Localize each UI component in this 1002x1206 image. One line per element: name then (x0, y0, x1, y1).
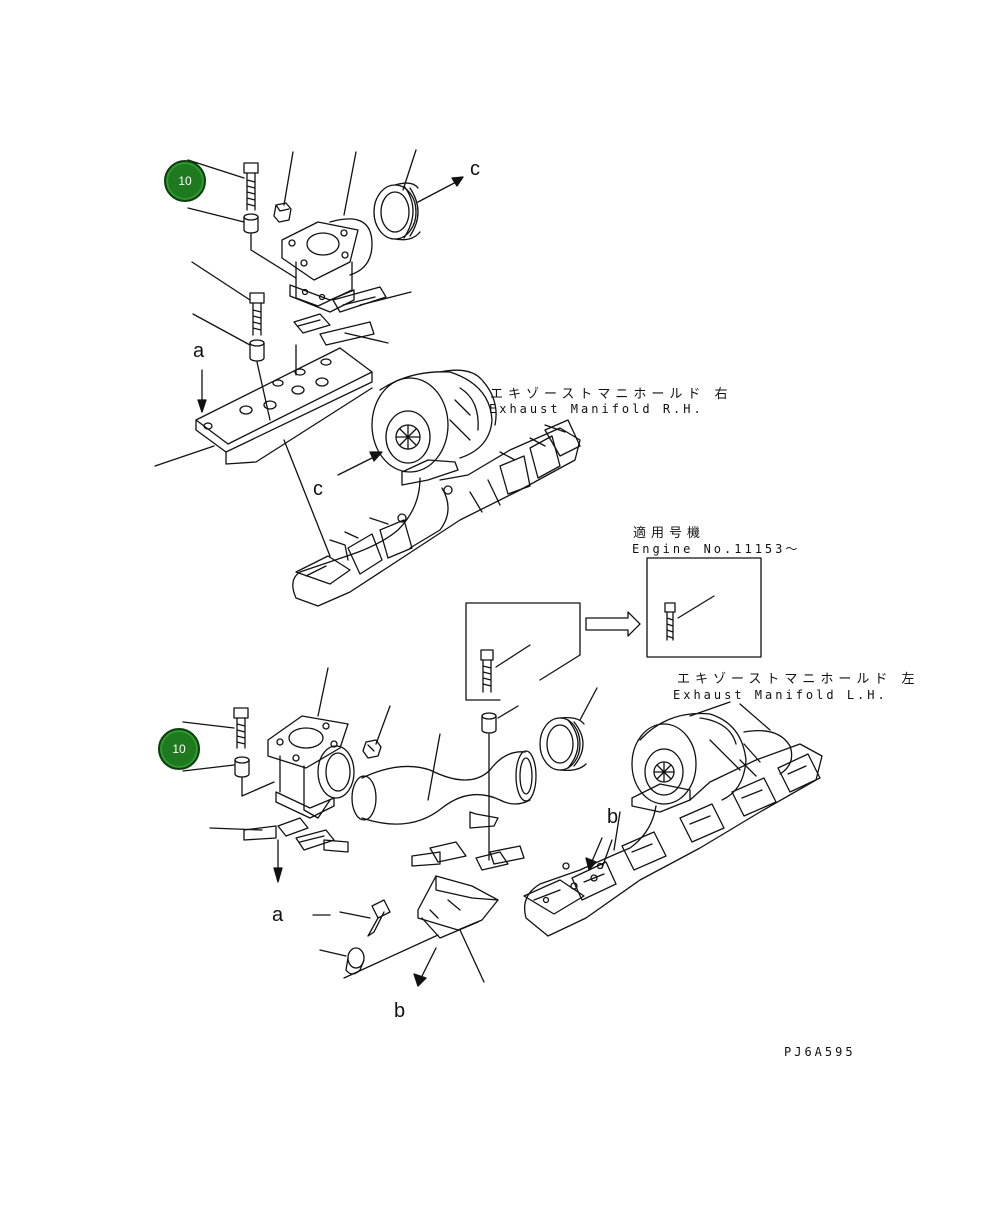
label-manifold-lh-en: Exhaust Manifold L.H. (673, 688, 888, 702)
label-manifold-rh-en: Exhaust Manifold R.H. (489, 402, 704, 416)
nut-icon (362, 739, 382, 759)
bolt-icon (233, 707, 249, 749)
exhaust-pipe (351, 750, 537, 829)
elbow-housing (267, 715, 355, 819)
applicable-engine-box (646, 557, 762, 658)
exhaust-manifold-lh (523, 729, 823, 937)
ref-letter-c-top: c (470, 158, 480, 180)
ref-letter-a-bottom: a (272, 904, 284, 926)
replacement-arrow (585, 611, 641, 637)
support-bracket (417, 875, 499, 939)
bushing-icon (243, 213, 259, 234)
mounting-plate (195, 347, 373, 465)
seal-ring (373, 182, 421, 241)
ref-letter-b-manifold: b (607, 806, 619, 828)
ref-letter-a-top: a (193, 340, 205, 362)
nut-icon (345, 947, 365, 975)
seal-ring (539, 716, 587, 772)
label-manifold-rh-jp: エキゾーストマニホールド 右 (490, 387, 733, 402)
bolt-icon (367, 899, 391, 937)
bolt-icon (243, 162, 259, 211)
ref-letter-c-mid: c (313, 478, 323, 500)
top-assembly (154, 149, 581, 607)
turbocharger-rh (371, 369, 497, 486)
part-code: PJ6A595 (784, 1045, 856, 1059)
bushing-icon (481, 712, 497, 734)
bottom-assembly (182, 667, 823, 987)
callout-badge-bottom[interactable]: 10 (158, 728, 200, 770)
label-manifold-lh-jp: エキゾーストマニホールド 左 (677, 672, 920, 687)
bushing-icon (234, 756, 250, 778)
label-applicable-en: Engine No.11153～ (632, 542, 801, 556)
ref-letter-b-bottom: b (394, 1000, 406, 1022)
bolt-icon (249, 292, 265, 336)
exhaust-manifold-rh (292, 419, 581, 607)
elbow-housing (281, 218, 373, 313)
nut-icon (273, 202, 292, 223)
callout-badge-top[interactable]: 10 (164, 160, 206, 202)
previous-bolt-box (465, 602, 581, 701)
turbocharger-lh (631, 712, 747, 813)
bushing-icon (249, 339, 265, 362)
label-applicable-jp: 適用号機 (633, 526, 706, 541)
